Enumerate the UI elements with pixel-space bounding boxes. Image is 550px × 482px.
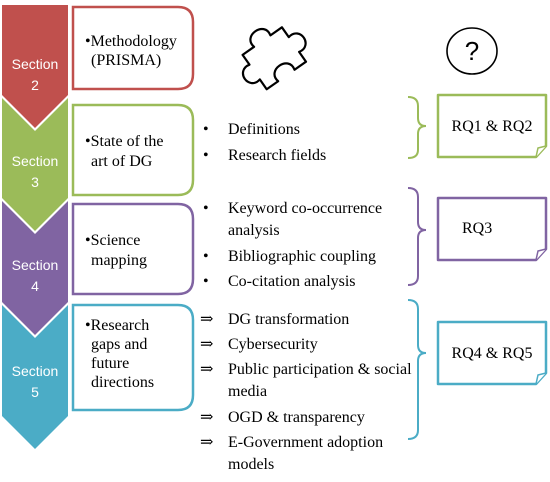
rq-section-5-label: RQ4 & RQ5: [452, 345, 533, 362]
section-5-box: •Research gaps and future directions: [71, 303, 195, 412]
section-5-label: Section: [12, 363, 59, 379]
section-5-item-3-cont: media: [228, 383, 267, 400]
section-4-number: 4: [31, 278, 39, 294]
section-3-box-line-1: •State of the: [85, 133, 163, 150]
section-3-item-1: Definitions: [228, 121, 300, 138]
section-2-box-line-2: (PRISMA): [91, 52, 161, 69]
section-3-item-2-marker: •: [203, 147, 209, 164]
section-5-item-4: OGD & transparency: [228, 409, 365, 426]
section-3-box: •State of the art of DG: [71, 103, 195, 197]
section-5-item-1-marker: ⇒: [200, 311, 213, 328]
section-4-label: Section: [12, 257, 59, 273]
section-5-item-1: DG transformation: [228, 311, 349, 328]
section-4-item-2: Bibliographic coupling: [228, 248, 376, 265]
section-4-item-3: Co-citation analysis: [228, 273, 356, 290]
section-3-label: Section: [12, 153, 59, 169]
section-4-brace: [407, 187, 427, 286]
section-2-number: 2: [31, 77, 39, 93]
section-4-item-2-marker: •: [203, 248, 209, 265]
section-4-item-1-marker: •: [203, 200, 209, 217]
section-5-brace: [407, 299, 427, 440]
section-4-box: •Science mapping: [71, 202, 195, 296]
section-4-item-1: Keyword co-occurrence: [228, 200, 382, 217]
section-3-items: • Definitions • Research fields: [203, 121, 326, 164]
section-2-chevron: Section 2: [2, 5, 68, 128]
rq-box-section-5: RQ4 & RQ5: [436, 320, 548, 386]
rq-section-3-label: RQ1 & RQ2: [452, 118, 533, 135]
rq-box-section-4: RQ3: [436, 196, 548, 262]
section-3-box-line-2: art of DG: [91, 153, 153, 170]
section-3-item-1-marker: •: [203, 121, 209, 138]
section-5-box-line-4: directions: [91, 374, 154, 391]
rq-section-4-label: RQ3: [462, 220, 492, 237]
section-2-box-line-1: •Methodology: [85, 33, 177, 50]
section-5-box-line-1: •Research: [85, 317, 149, 334]
question-glyph: ?: [465, 36, 479, 66]
section-5-item-3-marker: ⇒: [200, 361, 213, 378]
section-5-number: 5: [31, 384, 39, 400]
section-5-chevron: Section 5: [2, 305, 68, 449]
section-5-item-4-marker: ⇒: [200, 409, 213, 426]
section-4-box-line-2: mapping: [91, 252, 147, 269]
section-5-item-2-marker: ⇒: [200, 336, 213, 353]
section-5-item-5-cont: models: [228, 456, 274, 473]
section-3-number: 3: [31, 174, 39, 190]
section-5-item-5-marker: ⇒: [200, 434, 213, 451]
section-4-item-1-cont: analysis: [228, 222, 280, 239]
section-2-label: Section: [12, 56, 59, 72]
section-4-item-3-marker: •: [203, 273, 209, 290]
section-4-items: • Keyword co-occurrence analysis • Bibli…: [203, 200, 382, 290]
section-2-box: •Methodology (PRISMA): [71, 5, 195, 91]
section-3-brace: [407, 96, 427, 159]
puzzle-piece-icon: [241, 26, 308, 91]
section-4-chevron: Section 4: [2, 201, 68, 335]
section-3-chevron: Section 3: [2, 98, 68, 231]
section-5-item-3: Public participation & social: [228, 361, 412, 378]
question-mark-icon: ?: [446, 27, 498, 75]
section-5-item-5: E-Government adoption: [228, 434, 383, 451]
section-5-box-line-3: future: [91, 355, 129, 372]
section-5-box-line-2: gaps and: [91, 336, 147, 353]
section-5-items: ⇒ DG transformation ⇒ Cybersecurity ⇒ Pu…: [200, 311, 412, 473]
rq-box-section-3: RQ1 & RQ2: [436, 93, 548, 159]
section-3-item-2: Research fields: [228, 147, 326, 164]
section-4-box-line-1: •Science: [85, 232, 140, 249]
section-5-item-2: Cybersecurity: [228, 336, 318, 353]
